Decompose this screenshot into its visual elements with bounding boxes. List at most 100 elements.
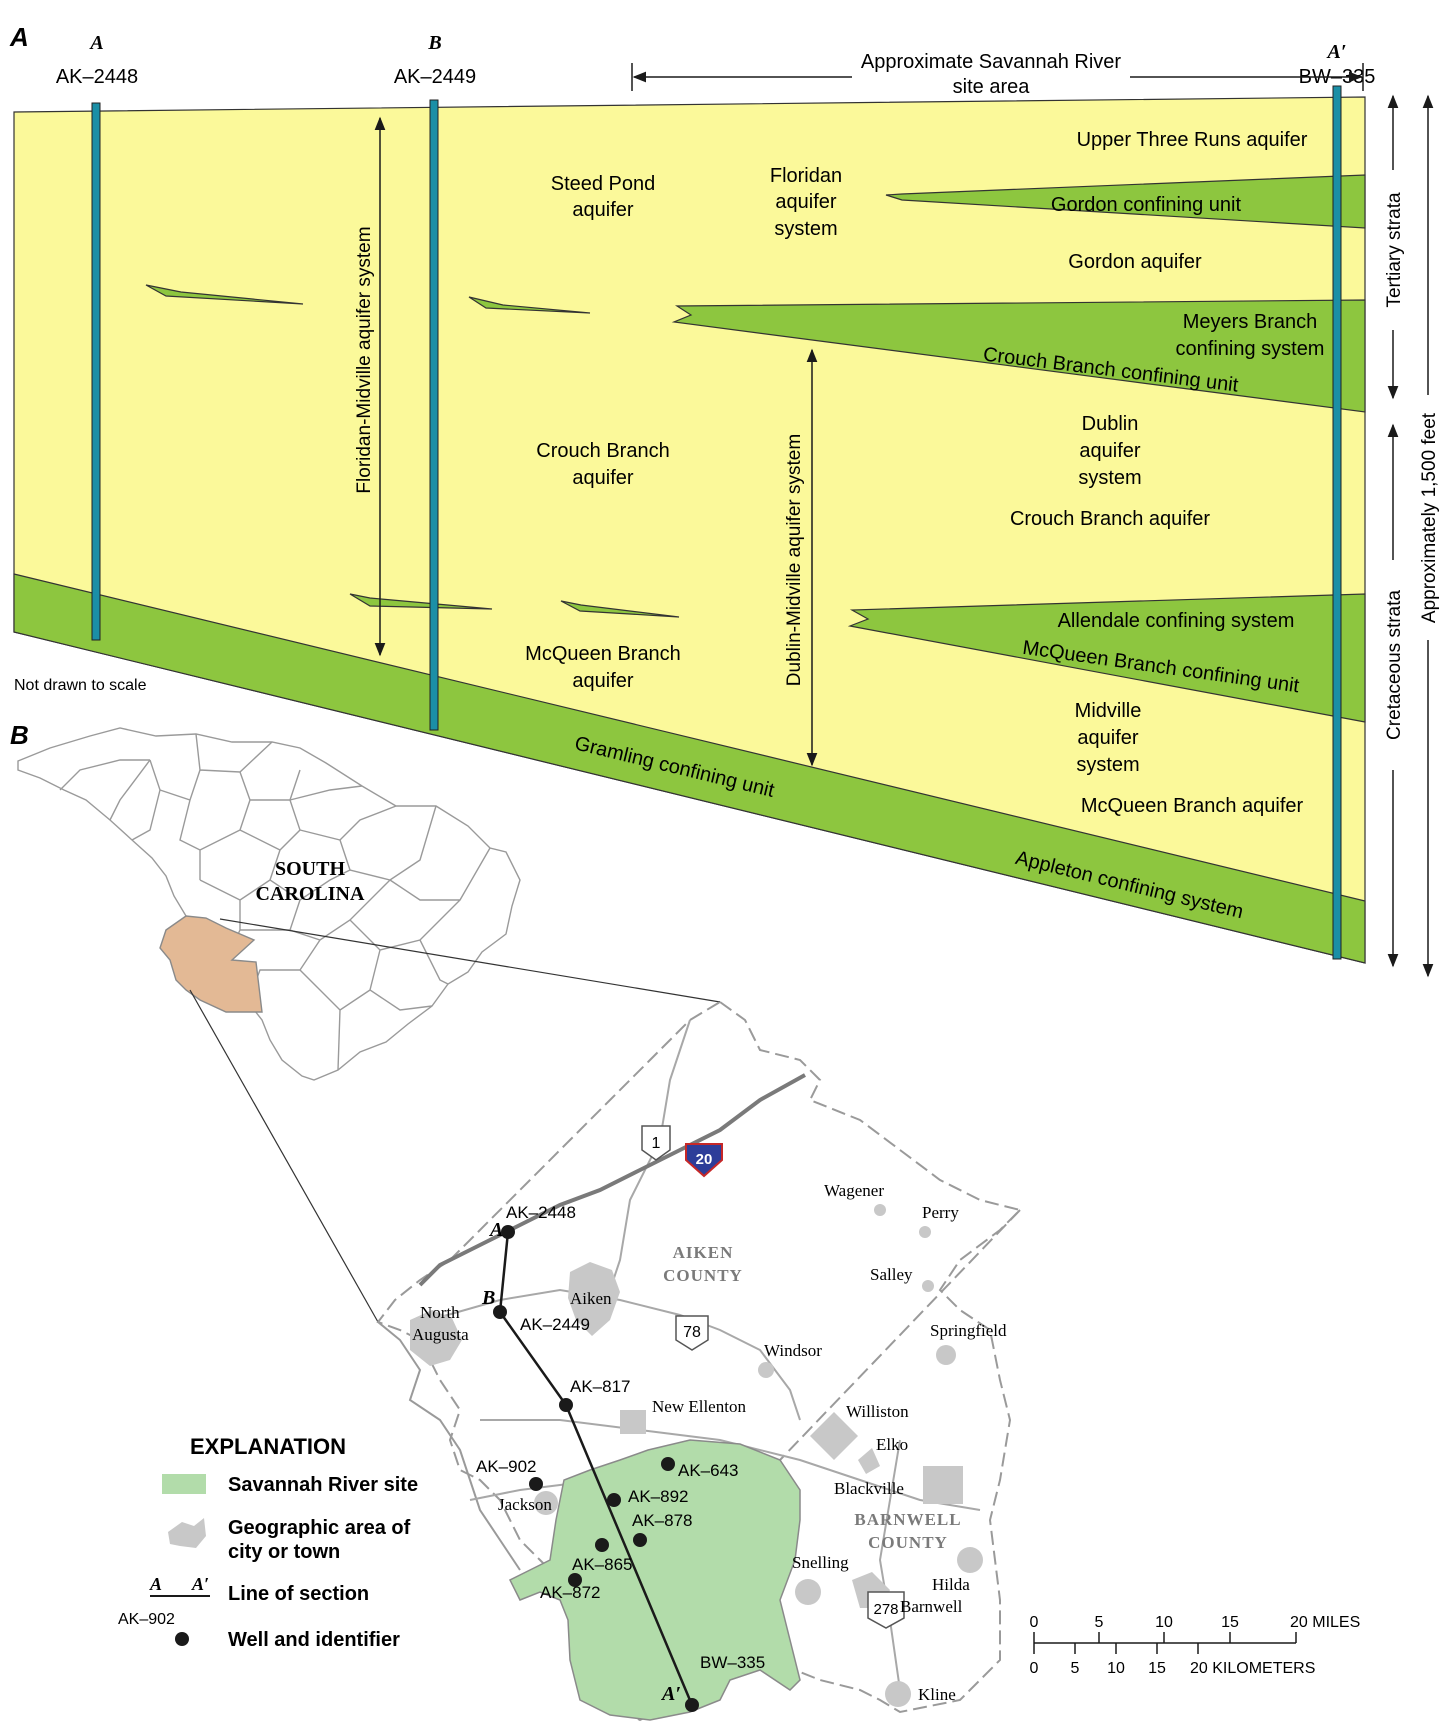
us-1-shield: 1 <box>641 1125 671 1161</box>
section-letter-a-prime: A′ <box>1326 41 1347 63</box>
well-ak-902: AK–902 <box>476 1457 537 1476</box>
gordon-confining-label: Gordon confining unit <box>1051 194 1242 216</box>
well-ak-872: AK–872 <box>540 1583 601 1602</box>
floridan-label-2: aquifer <box>775 191 836 213</box>
explanation-legend: EXPLANATION Savannah River site Geograph… <box>118 1434 418 1651</box>
gordon-aquifer-label: Gordon aquifer <box>1068 251 1202 273</box>
us-278-shield: 278 <box>867 1591 905 1629</box>
county-boundary <box>376 1000 1022 1722</box>
explanation-section-line: Line of section <box>228 1583 369 1605</box>
well-ak-2448: AK–2448 <box>506 1203 576 1222</box>
town-williston: Williston <box>846 1402 909 1421</box>
svg-text:1: 1 <box>652 1135 661 1152</box>
scale-note: Not drawn to scale <box>14 677 147 694</box>
svg-text:20: 20 <box>696 1151 713 1168</box>
svg-text:5: 5 <box>1071 1660 1080 1677</box>
explanation-title: EXPLANATION <box>190 1434 346 1459</box>
town-augusta: Augusta <box>412 1325 469 1344</box>
svg-text:5: 5 <box>1095 1614 1104 1631</box>
map-section-a: A <box>488 1219 503 1241</box>
clay-lens <box>349 593 493 610</box>
barnwell-county-label-1: BARNWELL <box>854 1510 961 1529</box>
mcqueen-aquifer-left-2: aquifer <box>572 670 633 692</box>
svg-text:20 KILOMETERS: 20 KILOMETERS <box>1190 1660 1315 1677</box>
well-ak-865: AK–865 <box>572 1555 633 1574</box>
map-section-b: B <box>481 1287 495 1309</box>
study-area-counties <box>159 915 263 1013</box>
well-bw-335-column <box>1332 85 1342 960</box>
town-swatch <box>168 1518 206 1548</box>
thickness-label: Approximately 1,500 feet <box>1419 412 1440 623</box>
state-label-line2: CAROLINA <box>256 883 365 905</box>
i-20-shield: 20 <box>685 1143 723 1178</box>
svg-text:15: 15 <box>1148 1660 1166 1677</box>
town-hilda: Hilda <box>932 1575 970 1594</box>
location-map-panel: B SOUTH CAROLINA <box>10 720 1361 1722</box>
meyers-branch-label-1: Meyers Branch <box>1183 311 1318 333</box>
svg-text:278: 278 <box>873 1601 898 1618</box>
dublin-label-3: system <box>1078 467 1141 489</box>
town-new-ellenton: New Ellenton <box>652 1397 746 1416</box>
upper-three-runs-label: Upper Three Runs aquifer <box>1077 129 1308 151</box>
aiken-county-label-2: COUNTY <box>663 1266 743 1285</box>
well-markers <box>493 1225 699 1712</box>
well-ak-643: AK–643 <box>678 1461 739 1480</box>
cretaceous-strata-label: Cretaceous strata <box>1384 590 1405 740</box>
town-blackville: Blackville <box>834 1479 904 1498</box>
town-north: North <box>420 1303 460 1322</box>
state-label-line1: SOUTH <box>275 858 345 880</box>
svg-text:10: 10 <box>1155 1614 1173 1631</box>
site-area-label-line2: site area <box>953 76 1031 98</box>
legend-section-a: A <box>149 1574 162 1594</box>
town-springfield: Springfield <box>930 1321 1007 1340</box>
midville-label-1: Midville <box>1075 700 1142 722</box>
county-map: 1 20 78 278 Wagener Perry Salley Springf… <box>376 1000 1022 1722</box>
site-area-label-line1: Approximate Savannah River <box>861 51 1121 73</box>
dublin-midville-label: Dublin-Midville aquifer system <box>784 434 805 686</box>
allendale-label: Allendale confining system <box>1058 610 1295 632</box>
well-bw-335: BW–335 <box>700 1653 765 1672</box>
town-snelling: Snelling <box>792 1553 849 1572</box>
svg-text:20 MILES: 20 MILES <box>1290 1614 1360 1631</box>
floridan-label-3: system <box>774 218 837 240</box>
floridan-midville-label: Floridan-Midville aquifer system <box>354 226 375 493</box>
mcqueen-aquifer-right: McQueen Branch aquifer <box>1081 795 1304 817</box>
well-ak-2449-column <box>429 99 439 731</box>
dublin-label-1: Dublin <box>1082 413 1139 435</box>
town-jackson: Jackson <box>498 1495 552 1514</box>
site-swatch <box>162 1474 206 1494</box>
floridan-label-1: Floridan <box>770 165 842 187</box>
town-perry: Perry <box>922 1203 959 1222</box>
mcqueen-aquifer-left-1: McQueen Branch <box>525 643 681 665</box>
allendale-wedge <box>847 593 1366 723</box>
barnwell-county-label-2: COUNTY <box>868 1533 948 1552</box>
savannah-river-site <box>508 1439 801 1721</box>
svg-text:78: 78 <box>683 1324 701 1341</box>
town-barnwell: Barnwell <box>900 1597 963 1616</box>
clay-lens <box>468 296 591 314</box>
well-ak-878: AK–878 <box>632 1511 693 1530</box>
steed-pond-label-1: Steed Pond <box>551 173 656 195</box>
well-ak-817: AK–817 <box>570 1377 631 1396</box>
us-78-shield: 78 <box>675 1315 709 1351</box>
aiken-county-label-1: AIKEN <box>673 1243 734 1262</box>
state-outline <box>17 727 521 1081</box>
section-letter-a: A <box>88 32 103 54</box>
clay-lens <box>560 600 680 618</box>
scale-bar: 0 5 10 15 20 MILES 0 5 10 15 20 KILOMETE… <box>1030 1614 1361 1677</box>
clay-lens <box>145 284 304 305</box>
basal-confining-band <box>13 573 1366 964</box>
svg-text:0: 0 <box>1030 1660 1039 1677</box>
svg-text:10: 10 <box>1107 1660 1125 1677</box>
explanation-town-1: Geographic area of <box>228 1517 411 1539</box>
explanation-site: Savannah River site <box>228 1474 418 1496</box>
crouch-branch-aquifer-left-2: aquifer <box>572 467 633 489</box>
town-wagener: Wagener <box>824 1181 884 1200</box>
well-swatch <box>175 1632 189 1646</box>
midville-label-2: aquifer <box>1077 727 1138 749</box>
legend-section-a-prime: A′ <box>191 1574 209 1594</box>
meyers-branch-label-2: confining system <box>1176 338 1325 360</box>
town-windsor: Windsor <box>764 1341 822 1360</box>
well-label-ak-2449: AK–2449 <box>394 66 476 88</box>
